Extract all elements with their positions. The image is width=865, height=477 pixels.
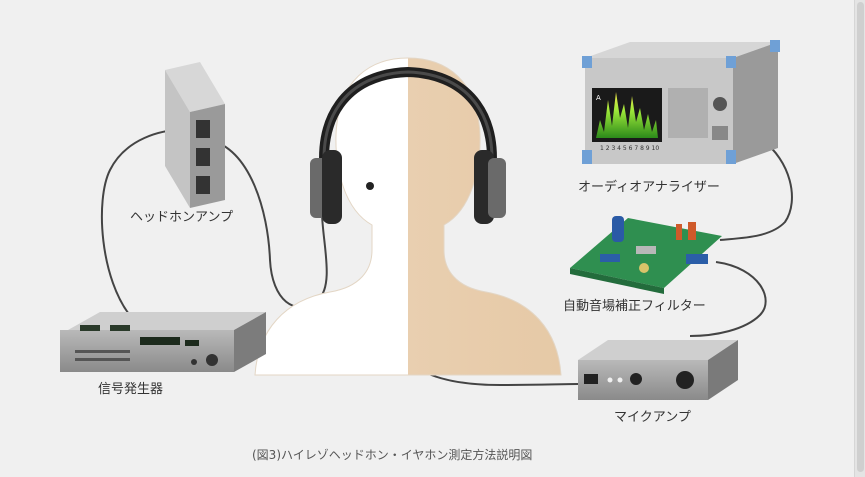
label-audio-analyzer: オーディオアナライザー [578,180,720,195]
cable-analyzer-to-filter [719,139,793,241]
mic-amp-device [578,340,738,400]
label-mic-amp: マイクアンプ [614,410,691,425]
label-auto-filter: 自動音場補正フィルター [563,299,706,314]
head-and-shoulders [254,57,562,376]
filter-circuit-board [570,216,722,294]
cable-amp-to-headphones [209,139,328,308]
signal-generator-device [60,312,266,372]
label-signal-generator: 信号発生器 [98,382,164,397]
audio-analyzer-device [582,40,780,164]
cable-filter-to-micamp [689,261,767,337]
analyzer-mode-indicator: A [596,94,601,102]
label-headphone-amp: ヘッドホンアンプ [130,210,234,225]
figure-caption: (図3)ハイレゾヘッドホン・イヤホン測定方法説明図 [252,448,533,462]
headphone-amp-device [165,62,225,208]
analyzer-axis-numbers: 1 2 3 4 5 6 7 8 9 10 [600,145,659,152]
headphones [310,66,506,224]
vertical-scrollbar[interactable] [854,0,865,477]
scrollbar-thumb[interactable] [857,2,864,472]
cable-generator-to-amp [100,128,191,319]
